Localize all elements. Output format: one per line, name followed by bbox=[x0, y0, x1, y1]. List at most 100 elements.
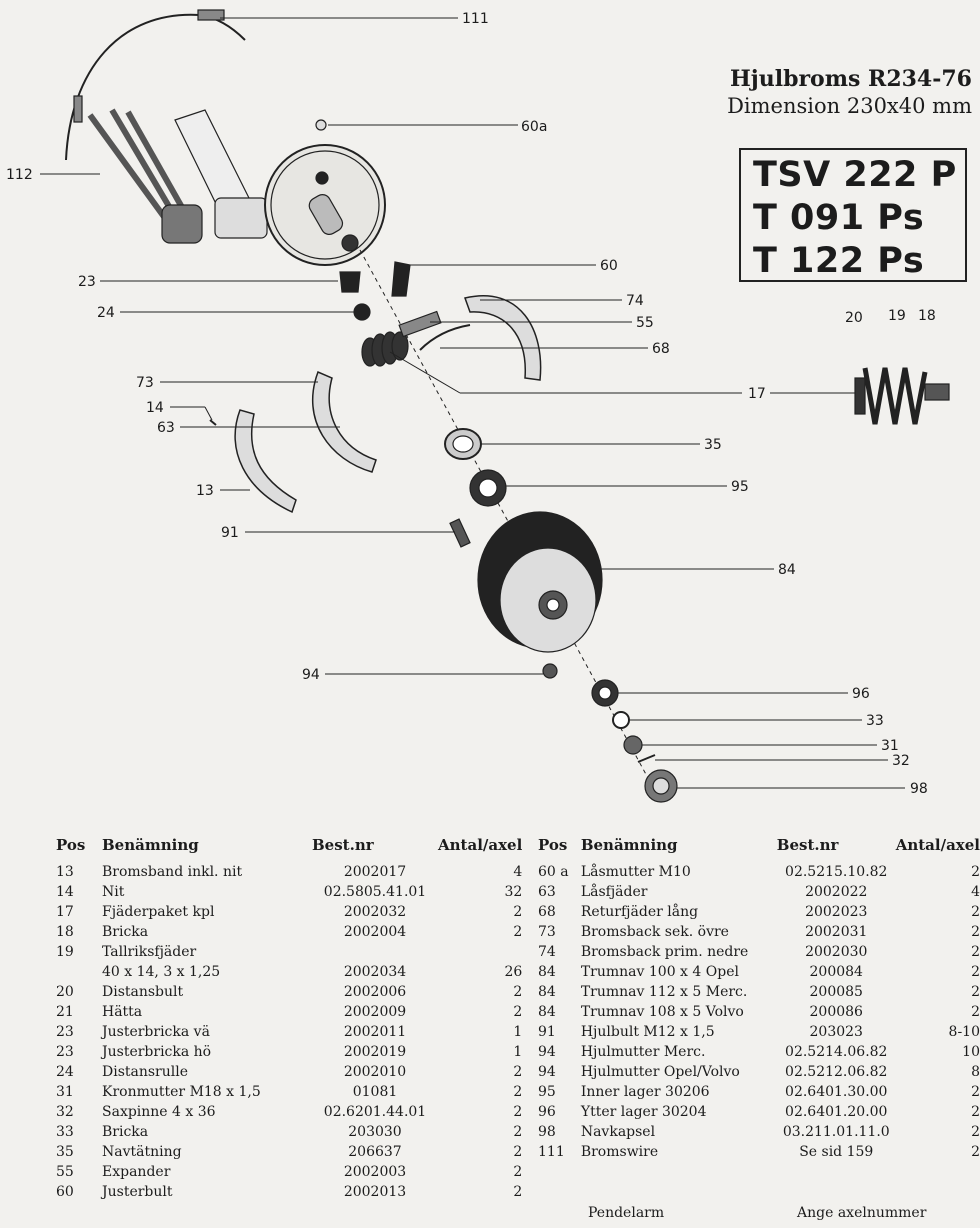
cell-best: 2002010 bbox=[343, 1064, 407, 1080]
footer-pendelarm: Pendelarm bbox=[588, 1205, 665, 1221]
cell-best: 02.5215.10.82 bbox=[785, 864, 888, 880]
cell-qty: 32 bbox=[504, 884, 523, 900]
cell-pos: 74 bbox=[538, 944, 556, 960]
cell-qty: 2 bbox=[971, 1124, 980, 1140]
cell-pos: 60 bbox=[56, 1184, 74, 1200]
cell-pos: 55 bbox=[56, 1164, 74, 1180]
cell-pos: 17 bbox=[56, 904, 74, 920]
cell-name: Hätta bbox=[102, 1004, 143, 1020]
cell-qty: 2 bbox=[513, 1124, 523, 1140]
cell-qty: 2 bbox=[971, 1144, 980, 1160]
model-box: TSV 222 P T 091 Ps T 122 Ps bbox=[739, 148, 967, 282]
cell-qty: 8-10 bbox=[948, 1024, 980, 1040]
cell-best: 03.211.01.11.0 bbox=[782, 1124, 890, 1140]
expander-55 bbox=[398, 310, 442, 338]
cell-name: Inner lager 30206 bbox=[580, 1084, 710, 1100]
page-subtitle: Dimension 230x40 mm bbox=[727, 94, 972, 118]
rivet-14 bbox=[209, 419, 217, 426]
cell-pos: 60 a bbox=[538, 864, 569, 880]
cell-best: 01081 bbox=[352, 1084, 398, 1100]
callout-95: 95 bbox=[731, 479, 749, 495]
lock-nut-60a bbox=[315, 119, 327, 131]
table-header-row: Pos Benämning Best.nr Antal/axel bbox=[538, 836, 980, 864]
cell-best: 203030 bbox=[348, 1124, 402, 1140]
callout-35: 35 bbox=[704, 437, 722, 453]
wheel-bolt-91 bbox=[449, 518, 471, 548]
header-name: Benämning bbox=[102, 836, 199, 854]
cell-name: Bricka bbox=[102, 1124, 149, 1140]
cell-best: 2002019 bbox=[343, 1044, 407, 1060]
cell-qty: 2 bbox=[513, 1164, 523, 1180]
callout-73: 73 bbox=[136, 375, 154, 391]
cell-pos: 111 bbox=[538, 1144, 565, 1160]
callout-96: 96 bbox=[852, 686, 870, 702]
cell-best: 2002032 bbox=[343, 904, 407, 920]
cell-pos: 21 bbox=[56, 1004, 74, 1020]
cell-qty: 2 bbox=[971, 964, 980, 980]
rods-112 bbox=[87, 108, 203, 244]
cell-pos: 19 bbox=[56, 944, 74, 960]
cell-best: 200085 bbox=[809, 984, 863, 1000]
callout-33: 33 bbox=[866, 713, 884, 729]
cell-qty: 2 bbox=[513, 1064, 523, 1080]
callout-94: 94 bbox=[302, 667, 320, 683]
cable-end bbox=[197, 9, 225, 21]
cell-pos: 31 bbox=[56, 1084, 74, 1100]
cell-pos: 14 bbox=[56, 884, 74, 900]
cell-qty: 4 bbox=[971, 884, 980, 900]
cell-pos: 13 bbox=[56, 864, 74, 880]
pendulum-arm bbox=[174, 109, 251, 213]
cell-name: Justerbricka hö bbox=[102, 1044, 212, 1060]
cell-pos: 84 bbox=[538, 984, 556, 1000]
callout-111: 111 bbox=[462, 11, 489, 27]
cell-name: Trumnav 100 x 4 Opel bbox=[580, 964, 739, 980]
cell-qty: 2 bbox=[971, 1084, 980, 1100]
cell-name: Fjäderpaket kpl bbox=[102, 904, 215, 920]
spring-pack-17 bbox=[361, 331, 409, 367]
callout-13: 13 bbox=[196, 483, 214, 499]
cell-name: Justerbult bbox=[102, 1184, 173, 1200]
washer-33 bbox=[612, 711, 630, 729]
cell-pos: 95 bbox=[538, 1084, 556, 1100]
cell-best: 02.5805.41.01 bbox=[323, 884, 427, 900]
cell-qty: 2 bbox=[971, 924, 980, 940]
cell-name: Bromsback sek. övre bbox=[580, 924, 729, 940]
callout-98: 98 bbox=[910, 781, 928, 797]
cell-best: 2002011 bbox=[343, 1024, 407, 1040]
header-best: Best.nr bbox=[312, 836, 374, 854]
title-block: Hjulbroms R234-76 Dimension 230x40 mm bbox=[727, 66, 972, 118]
cell-name: Distansrulle bbox=[102, 1064, 189, 1080]
callout-112: 112 bbox=[6, 167, 33, 183]
model-line: T 091 Ps bbox=[753, 198, 925, 238]
callout-14: 14 bbox=[146, 400, 164, 416]
table-row: 14 Nit 02.5805.41.01 32 bbox=[56, 884, 522, 904]
cell-name: Nit bbox=[102, 884, 125, 900]
cell-pos: 96 bbox=[538, 1104, 556, 1120]
cell-best: 2002013 bbox=[343, 1184, 407, 1200]
cell-name: Ytter lager 30204 bbox=[580, 1104, 707, 1120]
cell-best: 200086 bbox=[809, 1004, 863, 1020]
cell-qty: 2 bbox=[513, 1084, 523, 1100]
model-line: T 122 Ps bbox=[753, 241, 925, 281]
